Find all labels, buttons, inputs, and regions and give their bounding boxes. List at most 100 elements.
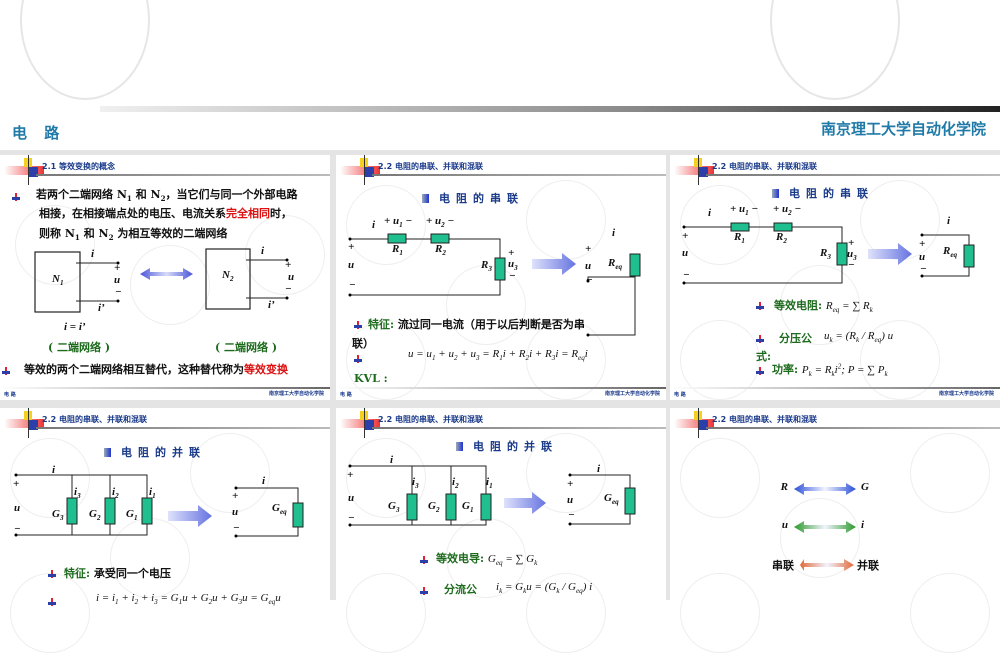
slide-header-area: 电 路 南京理工大学自动化学院 [0,0,1000,150]
voltage-label: u [919,251,926,263]
current-label: i [597,463,601,475]
geq-label: Geq [272,502,287,517]
u2-label: + u2 − [773,203,802,218]
text-line: 则称 N1 和 N2 为相互等效的二端网络 [39,227,228,243]
feature-text: 特征: 承受同一个电压 [64,567,171,580]
current-label: i [708,207,712,219]
kcl-equation: i = i1 + i2 + i3 = G1u + G2u + G3u = Geq… [96,592,281,607]
header-gradient-bar [100,106,1000,112]
footer-school: 南京理工大学自动化学院 [938,391,994,397]
voltage-label: u [14,502,21,514]
university-seal-watermark [770,0,900,100]
i3-label: i3 [74,486,81,501]
bullet-icon [756,367,764,375]
r3-label: R3 [820,247,831,262]
divider-formula: uk = (Rk / Req) u [824,330,894,345]
footer-course: 电 路 [674,392,686,398]
plus-label: + [232,490,239,502]
voltage-label: u [232,506,239,518]
footer-course: 电 路 [340,392,352,398]
slide-thumbnail-1[interactable]: 2.1 等效变换的概念 若两个二端网络 N1 和 N2，当它们与同一个外部电路 … [0,155,330,400]
u3-label: u3 [847,248,857,263]
plus-label: + [348,241,355,253]
divider-label: 分压公 [779,332,812,345]
r2-label: R2 [776,231,787,246]
university-seal-watermark [20,0,150,100]
bullet-icon [756,302,764,310]
bullet-icon [420,587,428,595]
u1-label: + u1 − [384,215,413,230]
plus-label: + [585,243,592,255]
current-label: i [372,219,376,231]
kvl-label: KVL : [354,372,388,385]
minus-label: − [509,270,516,282]
slide-title: 2.1 等效变换的概念 [42,162,115,171]
u3-label: u3 [508,258,518,273]
divider-formula: ik = Gku = (Gk / Geq) i [496,581,593,596]
text-line: 相接，在相接端点处的电压、电流关系完全相同时， [39,207,292,220]
section-heading: 电阻的并联 [104,444,206,460]
voltage-label: u [567,494,574,506]
g2-label: G2 [89,508,101,523]
minus-label: − [285,283,292,295]
footer-school: 南京理工大学自动化学院 [604,391,660,397]
footer-course: 电 路 [4,392,16,398]
i1-label: i1 [486,476,493,491]
plus-label: + [919,238,926,250]
minus-label: − [233,522,240,534]
voltage-label: u [348,492,355,504]
voltage-label: u [114,274,121,286]
pair-right: G [861,481,869,493]
r1-label: R1 [734,231,745,246]
bullet-icon [48,570,56,578]
current-label: i’ [98,302,105,314]
slide-thumbnail-2[interactable]: 2.2 电阻的串联、并联和混联 电阻的串联 i + u1 − + u2 − R1… [336,155,666,400]
pair-right: i [861,519,865,531]
i3-label: i3 [412,476,419,491]
double-arrow-icon [800,559,854,571]
voltage-label: u [585,260,592,272]
footer-school: 南京理工大学自动化学院 [268,391,324,397]
r2-label: R2 [435,243,446,258]
bullet-icon [420,556,428,564]
plus-label: + [848,237,855,249]
pair-left: 串联 [772,559,794,572]
plus-label: + [114,262,121,274]
plus-label: + [567,478,574,490]
course-title: 电 路 [12,124,66,142]
current-label: i’ [268,299,275,311]
feature-text-cont: 联） [352,337,374,350]
current-label: i [91,248,95,260]
voltage-label: u [288,271,295,283]
current-label: i [947,215,951,227]
n2-label: N2 [222,269,234,284]
section-heading: 电阻的并联 [456,438,558,454]
g1-label: G1 [126,508,138,523]
relation-pair: 串联 并联 [670,556,1000,576]
slide-thumbnail-5[interactable]: 2.2 电阻的串联、并联和混联 电阻的并联 i i3 i2 i1 G3 G2 G… [336,408,666,653]
r1-label: R1 [392,243,403,258]
current-label: i [262,475,266,487]
section-heading: 电阻的串联 [772,185,874,201]
parallel-circuit [348,464,636,527]
slide-title: 2.2 电阻的串联、并联和混联 [712,162,817,171]
slide-thumbnail-4[interactable]: 2.2 电阻的串联、并联和混联 电阻的并联 i i3 i2 i1 G3 G2 G… [0,408,330,653]
current-label: i [261,245,265,257]
pair-left: R [780,481,788,493]
pair-left: u [781,519,788,531]
voltage-label: u [348,259,355,271]
slide-thumbnail-3[interactable]: 2.2 电阻的串联、并联和混联 电阻的串联 i + u1 − + u2 − R1… [670,155,1000,400]
g1-label: G1 [462,500,474,515]
i1-label: i1 [149,486,156,501]
i2-label: i2 [452,476,459,491]
divider-label-cont: 式: [756,350,772,363]
slide-title: 2.2 电阻的串联、并联和混联 [712,415,817,424]
pair-right: 并联 [857,559,879,572]
equality-label: i = i’ [64,321,86,333]
voltage-label: u [682,247,689,259]
parallel-circuit [14,473,304,538]
bullet-icon [2,367,10,375]
